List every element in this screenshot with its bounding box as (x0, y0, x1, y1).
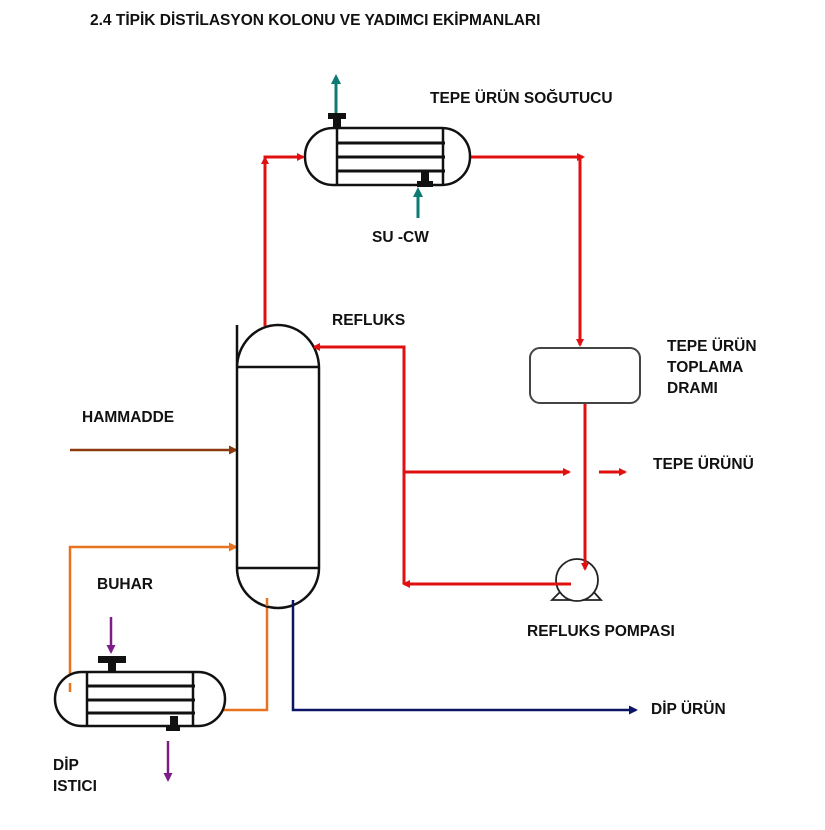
reflux-line (312, 343, 570, 588)
bottom-product-label: DİP ÜRÜN (651, 701, 726, 718)
reflux-pump-label: REFLUKS POMPASI (527, 623, 675, 640)
condensate-line (470, 153, 585, 347)
drum-label-line2: TOPLAMA (667, 359, 744, 376)
overhead-vapor-line (261, 153, 305, 326)
reflux-pump[interactable] (549, 558, 604, 602)
feed-label: HAMMADDE (82, 409, 175, 426)
drum-label-line3: DRAMI (667, 380, 718, 397)
reboiler-liquid-feed-line (222, 598, 269, 712)
reflux-label: REFLUKS (332, 312, 406, 329)
steam-lines (106, 617, 173, 782)
steam-label: BUHAR (97, 576, 153, 593)
distillation-column[interactable] (235, 323, 321, 610)
drum-label-line1: TEPE ÜRÜN (667, 338, 757, 355)
reboiler-label-line2: ISTICI (53, 778, 97, 795)
cooling-water-label: SU -CW (372, 229, 429, 246)
top-product-label: TEPE ÜRÜNÜ (653, 456, 754, 473)
condenser-label: TEPE ÜRÜN SOĞUTUCU (430, 90, 613, 107)
diagram-title: 2.4 TİPİK DİSTİLASYON KOLONU VE YADIMCI … (90, 12, 541, 29)
reboiler[interactable] (53, 656, 227, 731)
bottom-product-line (291, 600, 638, 715)
reboiler-label-line1: DİP (53, 757, 79, 774)
reflux-drum[interactable] (529, 347, 641, 404)
reboiler-vapor-return-line (68, 542, 238, 683)
overhead-condenser[interactable] (303, 113, 472, 187)
cooling-water-lines (331, 74, 423, 218)
